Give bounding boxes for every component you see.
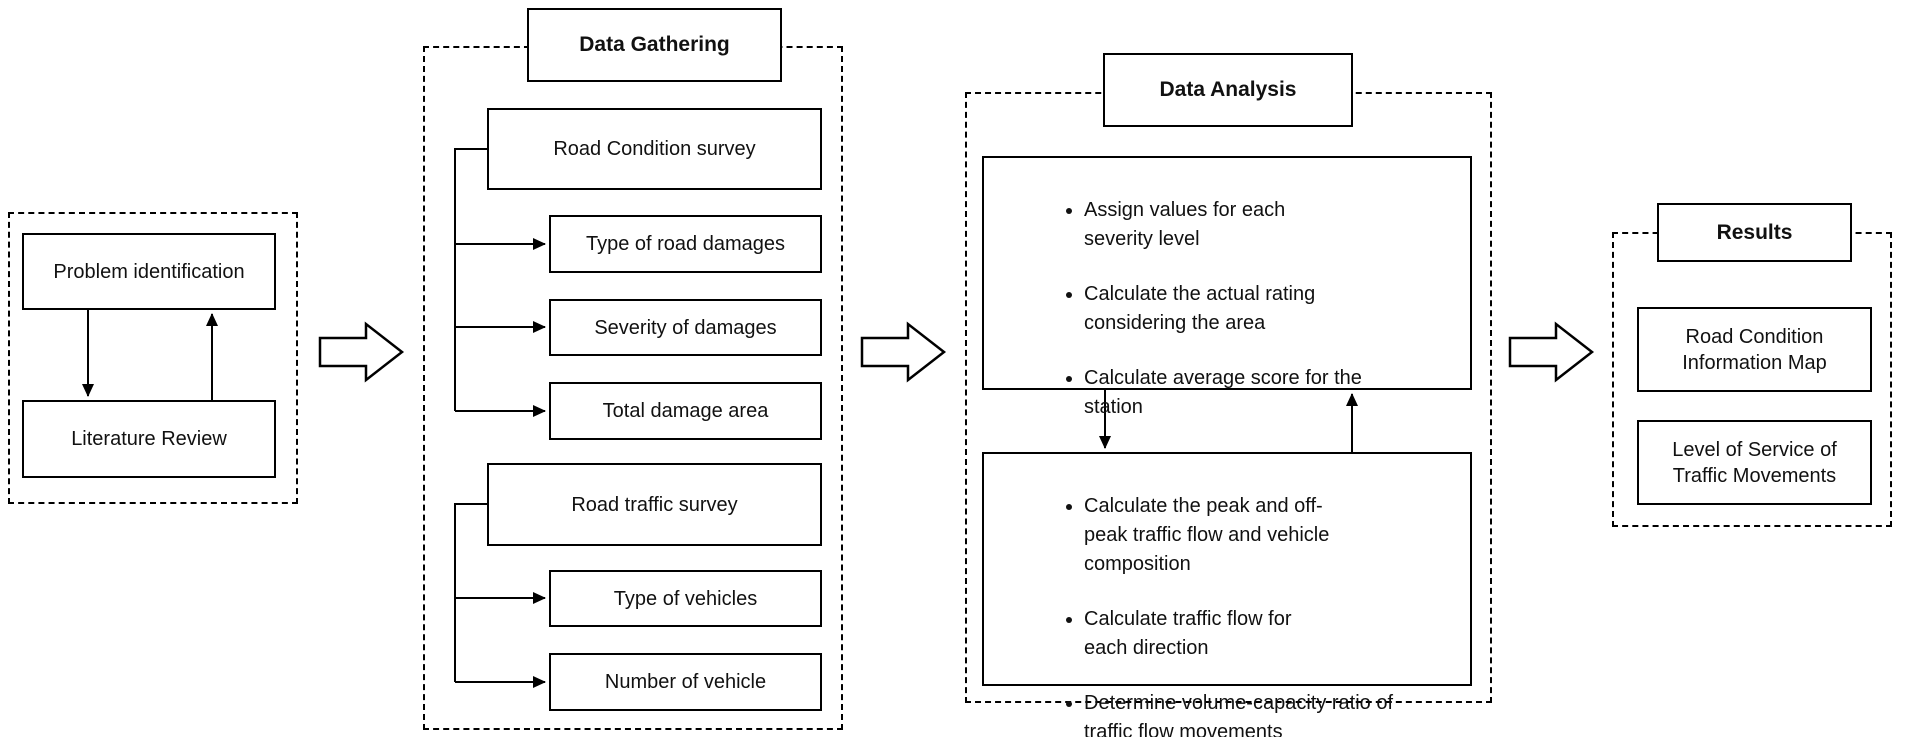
list-item: Assign values for each severity level bbox=[1084, 196, 1377, 254]
type-of-road-damages-box: Type of road damages bbox=[549, 215, 822, 273]
type-of-vehicles-box: Type of vehicles bbox=[549, 570, 822, 627]
data-gathering-title: Data Gathering bbox=[527, 8, 782, 82]
severity-of-damages-box: Severity of damages bbox=[549, 299, 822, 356]
list-item: Calculate traffic flow for each directio… bbox=[1084, 605, 1393, 663]
traffic-analysis-box: Calculate the peak and off- peak traffic… bbox=[982, 452, 1472, 737]
road-condition-map-box: Road Condition Information Map bbox=[1637, 307, 1872, 392]
traffic-analysis-list: Calculate the peak and off- peak traffic… bbox=[984, 454, 1401, 737]
flow-arrow-icon bbox=[318, 321, 405, 383]
road-traffic-survey-box: Road traffic survey bbox=[487, 463, 822, 546]
road-condition-survey-box: Road Condition survey bbox=[487, 108, 822, 190]
list-item: Calculate the peak and off- peak traffic… bbox=[1084, 492, 1393, 579]
condition-survey-branch-line bbox=[454, 148, 487, 411]
list-item: Calculate average score for the station bbox=[1084, 364, 1377, 422]
data-analysis-title: Data Analysis bbox=[1103, 53, 1353, 127]
literature-review-box: Literature Review bbox=[22, 400, 276, 478]
problem-identification-box: Problem identification bbox=[22, 233, 276, 310]
flow-arrow-icon bbox=[1508, 321, 1595, 383]
number-of-vehicle-box: Number of vehicle bbox=[549, 653, 822, 711]
list-item: Calculate the actual rating considering … bbox=[1084, 280, 1377, 338]
results-title: Results bbox=[1657, 203, 1852, 262]
list-item: Determine volume-capacity ratio of traff… bbox=[1084, 689, 1393, 737]
flow-arrow-icon bbox=[860, 321, 947, 383]
total-damage-area-box: Total damage area bbox=[549, 382, 822, 440]
level-of-service-box: Level of Service of Traffic Movements bbox=[1637, 420, 1872, 505]
traffic-survey-branch-line bbox=[454, 503, 487, 682]
identification-section bbox=[8, 212, 298, 504]
condition-analysis-box: Assign values for each severity level Ca… bbox=[982, 156, 1472, 473]
